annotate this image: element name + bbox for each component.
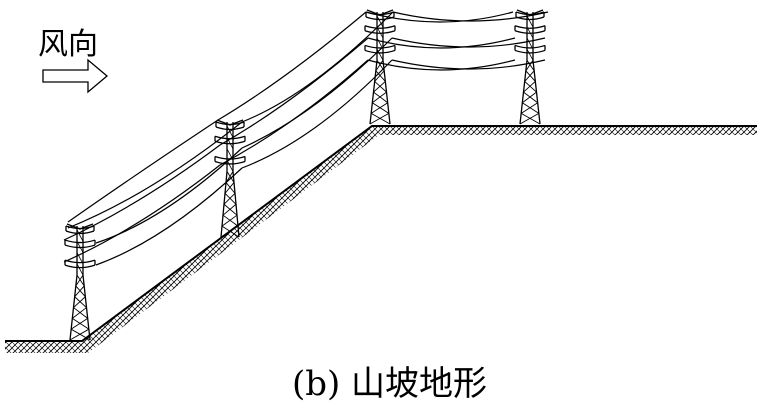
transmission-tower <box>64 223 96 341</box>
transmission-tower <box>514 9 546 125</box>
transmission-tower <box>364 9 396 125</box>
ground <box>5 125 757 353</box>
wind-direction-label: 风向 <box>38 27 98 62</box>
transmission-tower <box>214 119 246 238</box>
wind-arrow-icon <box>42 58 109 94</box>
figure-caption: (b) 山坡地形 <box>292 364 487 404</box>
conductors <box>63 11 549 266</box>
